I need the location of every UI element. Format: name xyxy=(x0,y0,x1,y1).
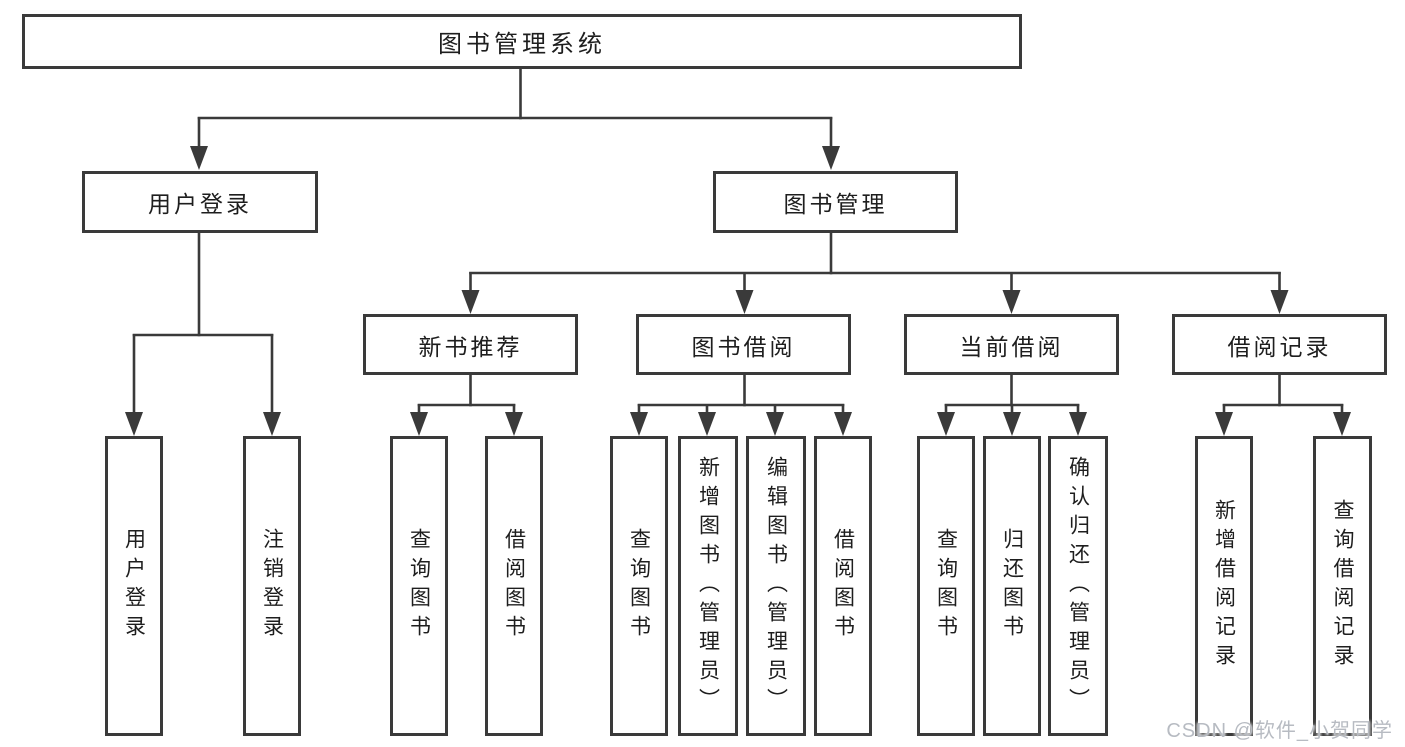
leaf-borrow-books: 借阅图书 xyxy=(814,436,872,736)
node-label: 用户登录 xyxy=(122,528,146,644)
leaf-query-books-current: 查询图书 xyxy=(917,436,975,736)
leaf-borrow-books-recommend: 借阅图书 xyxy=(485,436,543,736)
node-label: 查询图书 xyxy=(627,528,651,644)
node-label: 查询借阅记录 xyxy=(1331,499,1355,673)
leaf-logout: 注销登录 xyxy=(243,436,301,736)
node-label: 查询图书 xyxy=(407,528,431,644)
csdn-watermark: CSDN @软件_小贺同学 xyxy=(1166,720,1393,742)
leaf-query-borrow-record: 查询借阅记录 xyxy=(1313,436,1372,736)
node-label: 借阅图书 xyxy=(502,528,526,644)
node-current-borrowing: 当前借阅 xyxy=(904,314,1119,375)
node-book-borrowing: 图书借阅 xyxy=(636,314,851,375)
node-label: 新增图书（管理员） xyxy=(696,455,720,717)
node-label: 查询图书 xyxy=(934,528,958,644)
leaf-query-books-recommend: 查询图书 xyxy=(390,436,448,736)
leaf-edit-books-admin: 编辑图书（管理员） xyxy=(746,436,806,736)
node-label: 当前借阅 xyxy=(959,333,1064,360)
node-label: 注销登录 xyxy=(260,528,284,644)
leaf-return-books: 归还图书 xyxy=(983,436,1041,736)
node-label: 图书管理系统 xyxy=(438,31,606,58)
node-label: 借阅记录 xyxy=(1227,333,1332,360)
node-user-login-branch: 用户登录 xyxy=(82,171,318,233)
leaf-confirm-return-admin: 确认归还（管理员） xyxy=(1048,436,1108,736)
node-label: 确认归还（管理员） xyxy=(1066,455,1090,717)
leaf-add-books-admin: 新增图书（管理员） xyxy=(678,436,738,736)
leaf-add-borrow-record: 新增借阅记录 xyxy=(1195,436,1253,736)
leaf-query-books-borrow: 查询图书 xyxy=(610,436,668,736)
node-label: 归还图书 xyxy=(1000,528,1024,644)
leaf-user-login: 用户登录 xyxy=(105,436,163,736)
node-label: 新书推荐 xyxy=(418,333,523,360)
node-label: 新增借阅记录 xyxy=(1212,499,1236,673)
node-label: 图书借阅 xyxy=(691,333,796,360)
node-borrowing-records: 借阅记录 xyxy=(1172,314,1387,375)
node-new-book-recommend: 新书推荐 xyxy=(363,314,578,375)
node-label: 编辑图书（管理员） xyxy=(764,455,788,717)
node-label: 图书管理 xyxy=(783,191,888,217)
node-library-system: 图书管理系统 xyxy=(22,14,1022,69)
node-label: 用户登录 xyxy=(148,191,252,217)
node-book-management: 图书管理 xyxy=(713,171,958,233)
node-label: 借阅图书 xyxy=(831,528,855,644)
